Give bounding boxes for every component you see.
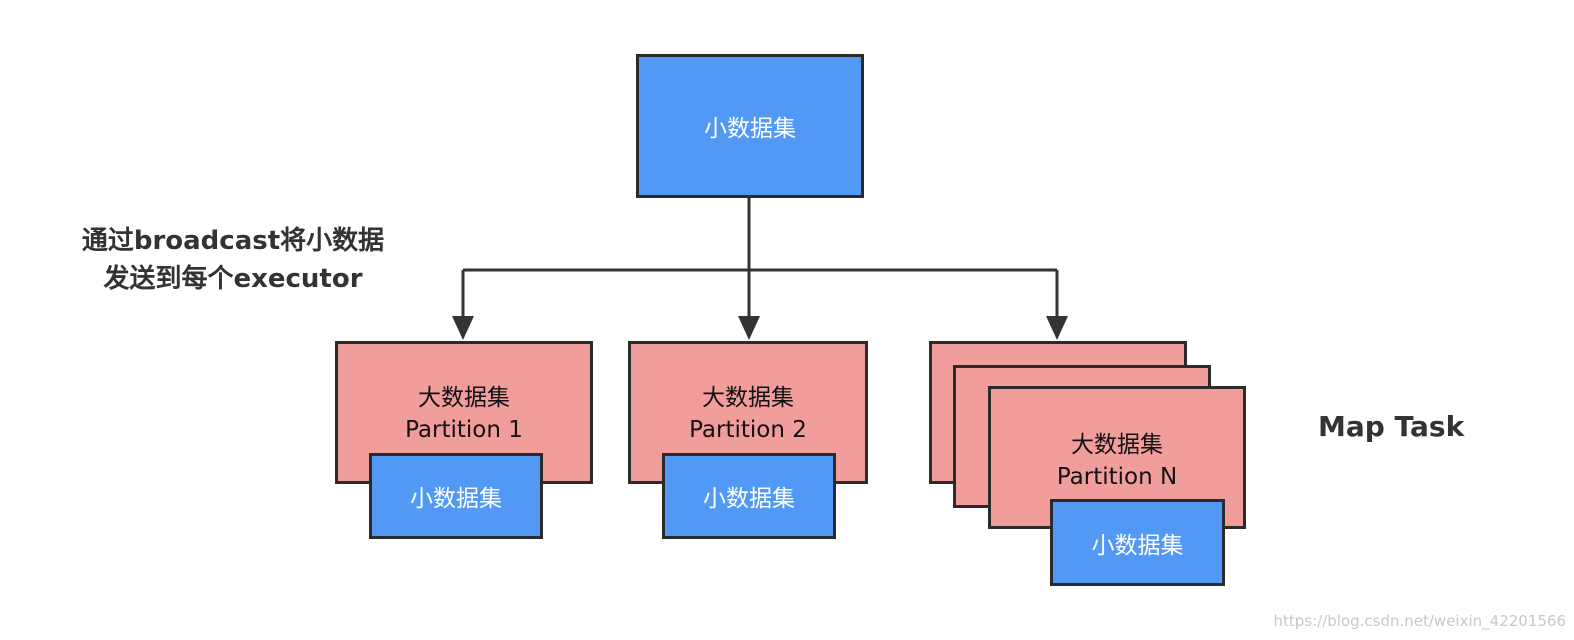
watermark-text: https://blog.csdn.net/weixin_42201566 xyxy=(1273,612,1566,630)
small-dataset-label-2: 小数据集 xyxy=(703,486,795,512)
partition-1-text: 大数据集 Partition 1 xyxy=(338,382,590,446)
arrowhead-partition-2 xyxy=(738,316,760,340)
arrowhead-partition-1 xyxy=(452,316,474,340)
partition-1-name: Partition 1 xyxy=(405,417,523,443)
partition-2-text: 大数据集 Partition 2 xyxy=(631,382,865,446)
partition-2-name: Partition 2 xyxy=(689,417,807,443)
partition-n-name: Partition N xyxy=(1056,464,1178,490)
small-dataset-label-1: 小数据集 xyxy=(410,486,502,512)
broadcast-annotation: 通过broadcast将小数据 发送到每个executor xyxy=(48,222,418,298)
top-small-dataset-label: 小数据集 xyxy=(704,116,796,142)
annotation-line-2: 发送到每个executor xyxy=(103,264,363,294)
partition-n-text: 大数据集 Partition N xyxy=(991,429,1243,493)
partition-2-title: 大数据集 xyxy=(702,385,794,411)
partition-n-title: 大数据集 xyxy=(1071,432,1163,458)
map-task-label: Map Task xyxy=(1318,410,1465,443)
small-dataset-partition-1: 小数据集 xyxy=(369,453,543,539)
arrowhead-partition-n xyxy=(1046,316,1068,340)
small-dataset-label-n: 小数据集 xyxy=(1091,532,1184,559)
small-dataset-partition-2: 小数据集 xyxy=(662,453,836,539)
annotation-line-1: 通过broadcast将小数据 xyxy=(81,226,385,256)
partition-1-title: 大数据集 xyxy=(418,385,510,411)
top-small-dataset-node: 小数据集 xyxy=(636,54,864,198)
small-dataset-partition-n: 小数据集 xyxy=(1050,499,1225,586)
